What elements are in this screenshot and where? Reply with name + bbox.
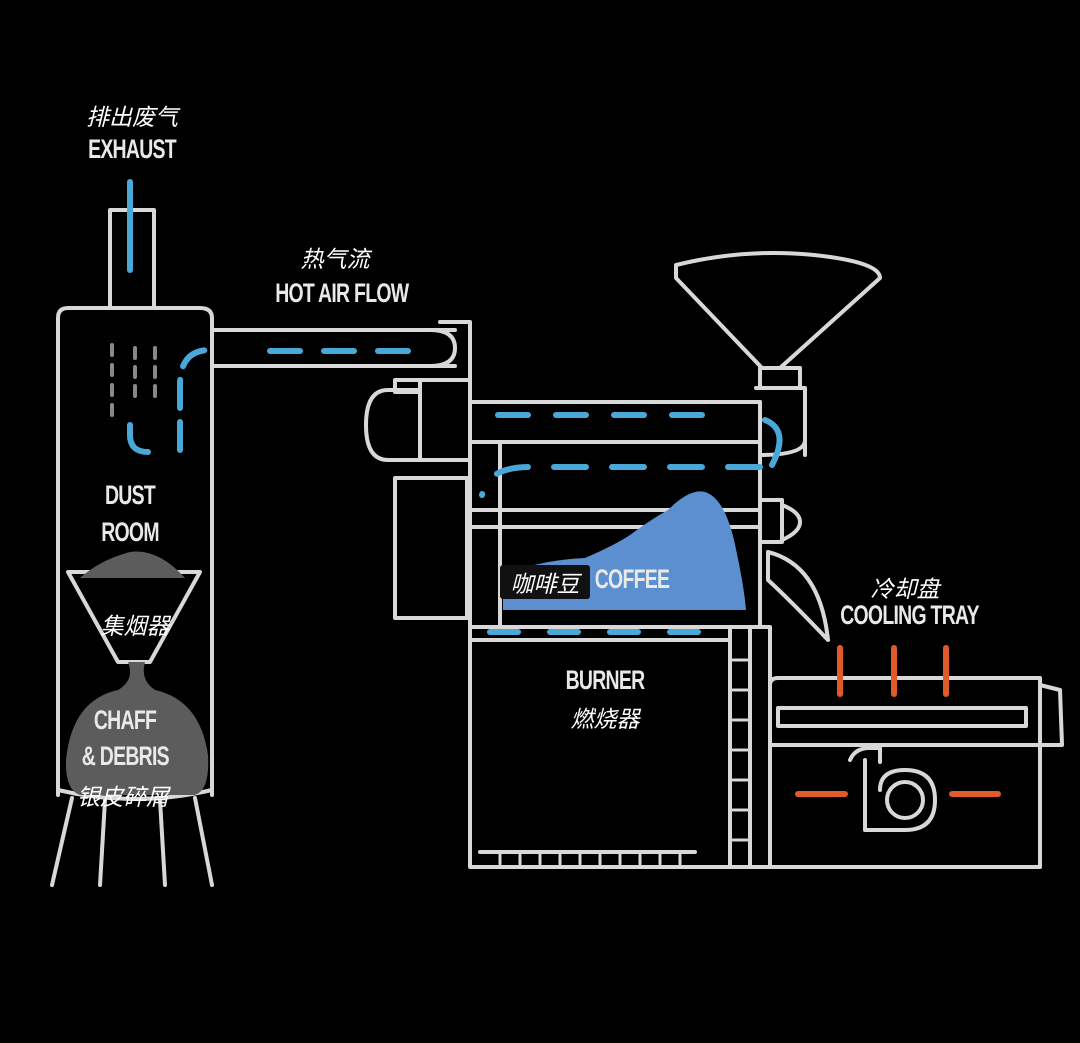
hot-air-flow-label-zh: 热气流: [300, 247, 370, 273]
burner-cabinet: [468, 625, 772, 869]
discharge-door: [758, 498, 830, 642]
hopper: [674, 251, 882, 457]
cooling-fan: [863, 758, 937, 832]
burner-label-zh: 燃烧器: [570, 707, 640, 733]
cooling-tray-label-en: COOLING TRAY: [840, 600, 979, 630]
chaff-pile: [80, 551, 185, 578]
burner-label-en: BURNER: [565, 665, 646, 695]
dust-room-label-line1: DUST: [104, 480, 156, 510]
cabinet-vents: [498, 658, 749, 866]
exhaust-label-en: EXHAUST: [88, 134, 177, 164]
cooling-tray: [768, 676, 1064, 869]
coffee-label-zh: 咖啡豆: [500, 565, 590, 599]
blower-housing: [364, 378, 472, 620]
chaff-label-zh: 银皮碎屑: [77, 785, 169, 811]
exhaust-label-zh: 排出废气: [86, 105, 178, 131]
hot-air-flow-path: [110, 179, 783, 635]
chaff-debris: [65, 662, 209, 795]
hot-air-flow-label-en: HOT AIR FLOW: [275, 278, 409, 308]
dust-room-label-zh: 集烟器: [100, 614, 170, 640]
chaff-label-line2: & DEBRIS: [81, 741, 170, 771]
stand-legs: [50, 796, 214, 887]
cooling-tray-label-zh: 冷却盘: [870, 577, 940, 603]
dust-room-label-line2: ROOM: [101, 517, 159, 547]
chaff-label-line1: CHAFF: [93, 705, 157, 735]
coffee-label-en: COFFEE: [594, 564, 670, 594]
cooling-heat-marks: [795, 645, 1001, 797]
hot-air-pipe: [210, 320, 472, 462]
